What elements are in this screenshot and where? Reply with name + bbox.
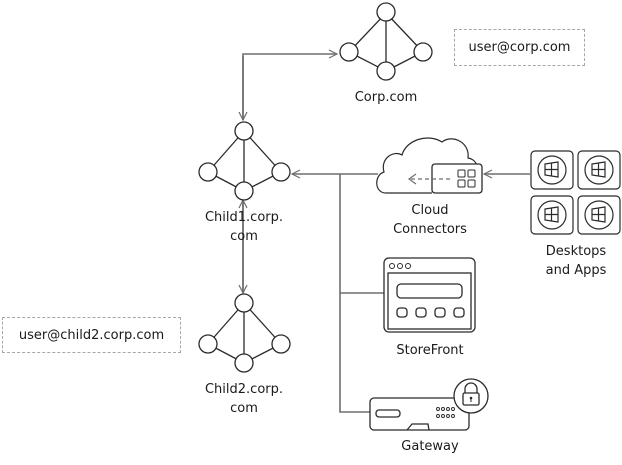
- corp-domain-icon[interactable]: [339, 2, 433, 81]
- gateway-label: Gateway: [380, 437, 480, 456]
- desktop-tile-icon: [577, 150, 621, 190]
- child1-to-corp-connector: [242, 54, 337, 120]
- gateway-label-text: Gateway: [401, 439, 459, 454]
- child1-label-line1: Child1.corp.: [204, 210, 284, 225]
- child1-label-line2: com: [230, 229, 258, 244]
- desktops-apps-line2: and Apps: [545, 263, 607, 278]
- trunk-line: [339, 174, 370, 413]
- child2-user-box: user@child2.corp.com: [2, 317, 181, 353]
- corp-user-box: user@corp.com: [454, 29, 585, 66]
- cloud-connectors-label: Cloud Connectors: [380, 201, 480, 239]
- desktop-tile-icon: [530, 195, 574, 235]
- desktops-apps-label: Desktops and Apps: [526, 242, 622, 280]
- child2-user-text: user@child2.corp.com: [18, 327, 165, 343]
- child1-domain-icon[interactable]: [198, 121, 291, 201]
- corp-label-text: Corp.com: [354, 90, 418, 105]
- cloud-connectors-icon[interactable]: [376, 137, 483, 194]
- desktop-tile-icon: [530, 150, 574, 190]
- cloud-connectors-line2: Connectors: [393, 222, 467, 237]
- child1-domain-label: Child1.corp. com: [194, 208, 294, 246]
- child2-domain-label: Child2.corp. com: [194, 380, 294, 418]
- cloud-connectors-line1: Cloud: [411, 203, 449, 218]
- grid-icon: [457, 169, 476, 188]
- storefront-icon[interactable]: [383, 257, 476, 333]
- desktops-apps-icon[interactable]: [530, 150, 621, 235]
- storefront-label-text: StoreFront: [396, 343, 464, 358]
- desktops-apps-line1: Desktops: [545, 244, 607, 259]
- desktop-tile-icon: [577, 195, 621, 235]
- gateway-icon[interactable]: [369, 378, 489, 431]
- status-dots: [436, 407, 455, 418]
- storefront-label: StoreFront: [380, 341, 480, 360]
- connectors: [242, 54, 530, 413]
- child2-label-line2: com: [230, 401, 258, 416]
- child2-label-line1: Child2.corp.: [204, 382, 284, 397]
- corp-domain-label: Corp.com: [336, 88, 436, 107]
- child2-domain-icon[interactable]: [198, 293, 291, 373]
- lock-icon: [462, 382, 480, 406]
- corp-user-text: user@corp.com: [468, 40, 571, 55]
